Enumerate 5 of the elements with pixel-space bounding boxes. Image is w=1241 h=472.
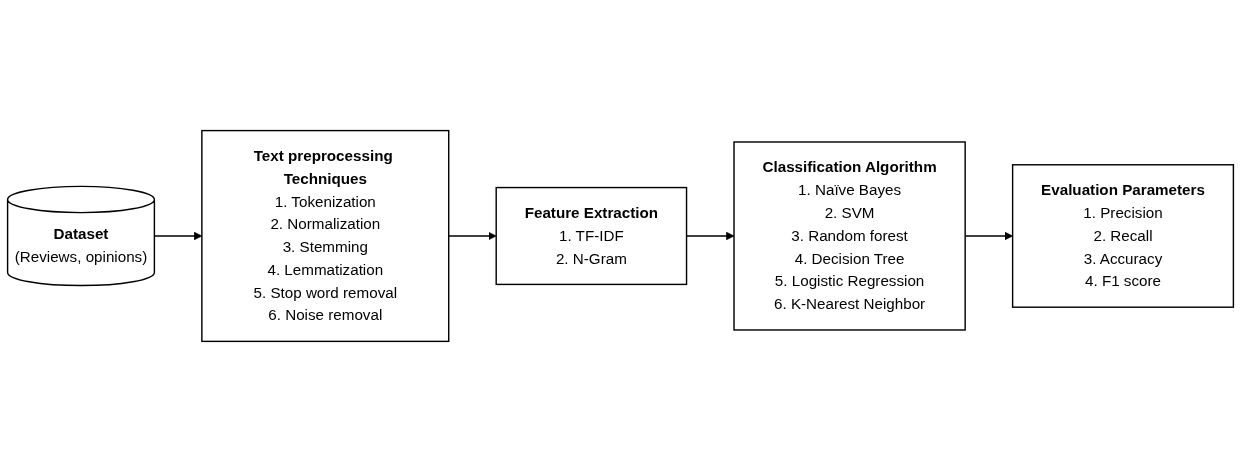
node-box: Text preprocessing Techniques 1. Tokenization 2. Normalization 3. Stemming 4. Lemmatization 5. Stop word removal 6. Noise removal — [201, 129, 450, 343]
node-box: Feature Extraction 1. TF-IDF 2. N-Gram — [495, 186, 688, 286]
node-box: Classification Algorithm 1. Naïve Bayes 2. SVM 3. Random forest 4. Decision Tree 5. Logistic Regression 6. K-Nearest Neighbor — [733, 141, 966, 331]
node-box: Evaluation Parameters 1. Precision 2. Recall 3. Accuracy 4. F1 score — [1011, 164, 1235, 308]
arrow — [448, 231, 497, 241]
